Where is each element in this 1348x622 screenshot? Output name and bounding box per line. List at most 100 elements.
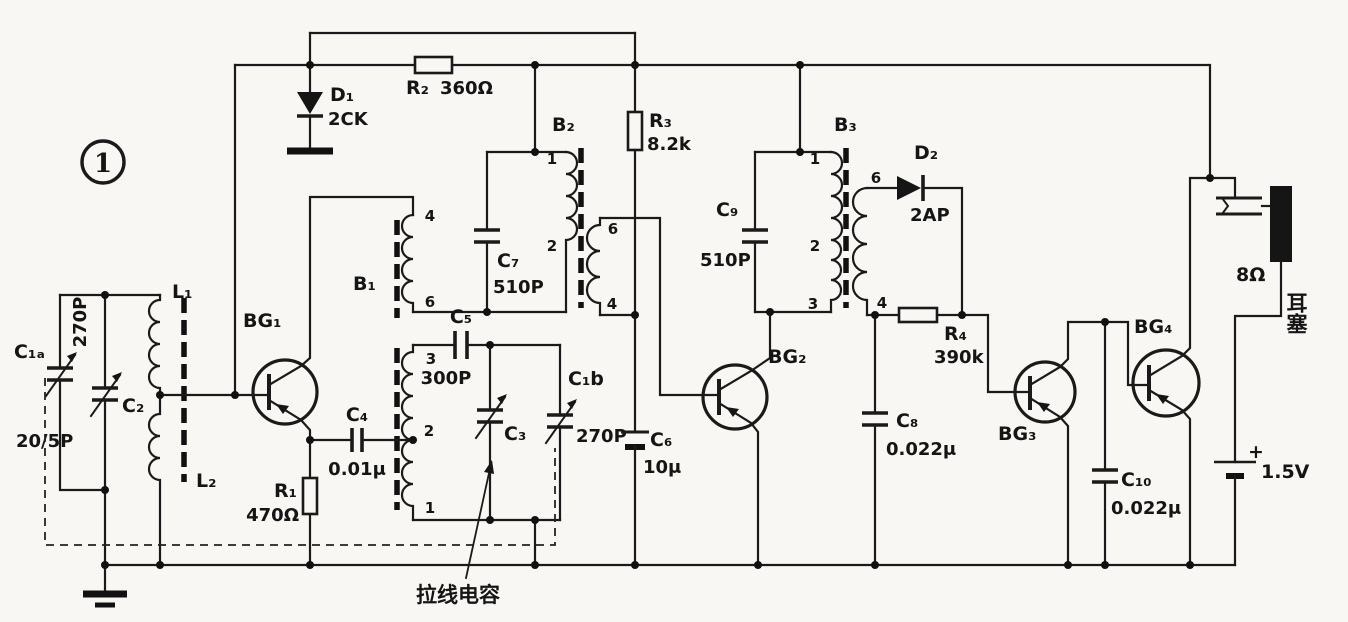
label-c9: C₉ bbox=[716, 199, 738, 221]
power-rails bbox=[103, 31, 1237, 567]
value-c6: 10μ bbox=[643, 457, 681, 478]
antenna-coil-l1-l2: L₁ L₂ bbox=[147, 281, 271, 567]
capacitor-c10: C₁₀ 0.022μ bbox=[1092, 320, 1181, 567]
transistor-bg3: BG₃ bbox=[998, 320, 1151, 567]
transistor-bg2: BG₂ bbox=[701, 310, 806, 567]
battery-value: 1.5V bbox=[1261, 461, 1310, 483]
battery-plus-sign: + bbox=[1248, 441, 1264, 463]
transistor-bg4: BG₄ bbox=[1131, 176, 1212, 567]
c1a-arrow-icon bbox=[67, 352, 77, 362]
capacitor-c4: C₄ 0.01μ bbox=[308, 404, 415, 480]
label-b1: B₁ bbox=[353, 273, 376, 295]
value-d1: 2CK bbox=[328, 109, 369, 130]
value-c1a: 270P bbox=[70, 297, 91, 348]
resistor-r1: R₁ 470Ω bbox=[246, 476, 319, 567]
label-bg4: BG₄ bbox=[1134, 316, 1172, 338]
bg2-emitter-arrow-icon bbox=[726, 407, 739, 417]
capacitor-c7: C₇ 510P bbox=[474, 150, 544, 314]
earphone-jack: 8Ω 耳塞 bbox=[1208, 176, 1308, 464]
label-bg1: BG₁ bbox=[243, 310, 281, 332]
label-r3: R₃ bbox=[649, 110, 672, 132]
transistor-bg1: BG₁ bbox=[243, 195, 415, 480]
value-c8: 0.022μ bbox=[886, 439, 956, 460]
c2-arrow-icon bbox=[112, 372, 122, 382]
c1b-arrow-icon bbox=[567, 399, 577, 409]
value-r4: 390k bbox=[934, 347, 985, 368]
value-c5: 300P bbox=[421, 368, 472, 389]
earphone-body bbox=[1270, 186, 1292, 262]
label-c5: C₅ bbox=[450, 306, 472, 328]
bg3-emitter-arrow-icon bbox=[1037, 402, 1050, 412]
b3-pin4: 4 bbox=[877, 294, 887, 312]
b3-pin2: 2 bbox=[810, 237, 820, 255]
b2-pin1: 1 bbox=[547, 150, 557, 168]
value-d2: 2AP bbox=[910, 205, 950, 226]
diode-d1: D₁ 2CK bbox=[287, 31, 369, 155]
tuning-capacitor-c1b: C₁b 270P bbox=[544, 343, 627, 522]
label-b2: B₂ bbox=[552, 114, 575, 136]
label-r2: R₂ bbox=[406, 77, 429, 99]
label-c1b: C₁b bbox=[568, 368, 604, 390]
padder-capacitor-c3: C₃ bbox=[474, 343, 526, 522]
b2-pin6: 6 bbox=[608, 220, 618, 238]
value-r3: 8.2k bbox=[647, 134, 692, 155]
label-r1: R₁ bbox=[274, 480, 297, 502]
gang-link-dashed bbox=[44, 378, 556, 546]
label-c4: C₄ bbox=[346, 404, 368, 426]
value-c10: 0.022μ bbox=[1111, 498, 1181, 519]
b1-pin3: 3 bbox=[426, 350, 436, 368]
annotation-text: 拉线电容 bbox=[416, 583, 500, 607]
label-c1a: C₁ₐ bbox=[14, 341, 45, 363]
b2-pin4: 4 bbox=[607, 295, 617, 313]
resistor-r3: R₃ 8.2k bbox=[626, 31, 692, 434]
capacitor-c8: C₈ 0.022μ bbox=[862, 313, 956, 567]
b2-pin2: 2 bbox=[547, 237, 557, 255]
b3-pin6: 6 bbox=[871, 169, 881, 187]
tuning-capacitor-c1a: C₁ₐ 270P bbox=[14, 293, 162, 492]
label-l2: L₂ bbox=[196, 470, 216, 492]
label-b3: B₃ bbox=[834, 114, 857, 136]
value-c9: 510P bbox=[700, 250, 751, 271]
figure-number-badge: 1 bbox=[80, 139, 126, 185]
bg4-emitter-arrow-icon bbox=[1156, 394, 1169, 404]
value-c1b: 270P bbox=[576, 426, 627, 447]
label-impedance: 8Ω bbox=[1236, 264, 1265, 286]
label-c3: C₃ bbox=[504, 423, 526, 445]
capacitor-c9: C₉ 510P bbox=[700, 150, 768, 314]
label-r4: R₄ bbox=[944, 323, 967, 345]
value-r2: 360Ω bbox=[440, 78, 493, 99]
label-c6: C₆ bbox=[650, 429, 672, 451]
junction-dots bbox=[101, 61, 1214, 569]
label-l1: L₁ bbox=[172, 281, 192, 303]
bg1-emitter-arrow-icon bbox=[276, 404, 289, 414]
value-c7: 510P bbox=[493, 277, 544, 298]
c3-arrow-icon bbox=[497, 394, 507, 404]
figure-number: 1 bbox=[94, 149, 112, 179]
b3-pin3: 3 bbox=[808, 295, 818, 313]
d1-diode-icon bbox=[297, 92, 323, 114]
label-bg2: BG₂ bbox=[768, 346, 806, 368]
label-d1: D₁ bbox=[330, 84, 354, 106]
b1-pin2: 2 bbox=[424, 422, 434, 440]
value-c4: 0.01μ bbox=[328, 459, 386, 480]
b3-pin1: 1 bbox=[810, 150, 820, 168]
resistor-r4: R₄ 390k bbox=[897, 306, 1032, 394]
detector-diode-d2: D₂ 2AP bbox=[865, 142, 964, 317]
electrolytic-capacitor-c6: C₆ 10μ bbox=[621, 429, 681, 567]
label-c2: C₂ bbox=[122, 395, 144, 417]
ground-symbol bbox=[83, 563, 127, 608]
b1-pin6: 6 bbox=[425, 293, 435, 311]
label-earphone: 耳塞 bbox=[1284, 292, 1308, 334]
resistor-r2: R₂ 360Ω bbox=[406, 55, 493, 99]
b1-pin4: 4 bbox=[425, 207, 435, 225]
battery: + 1.5V bbox=[1214, 441, 1310, 567]
label-c8: C₈ bbox=[896, 410, 918, 432]
label-c10: C₁₀ bbox=[1121, 469, 1152, 491]
if-transformer-b3: B₃ 1 2 3 6 4 bbox=[753, 63, 901, 317]
annotation-pull-wire-capacitor: 拉线电容 bbox=[416, 460, 500, 607]
annotation-arrow-icon bbox=[484, 460, 494, 474]
d2-diode-icon bbox=[897, 176, 921, 200]
label-bg3: BG₃ bbox=[998, 423, 1036, 445]
